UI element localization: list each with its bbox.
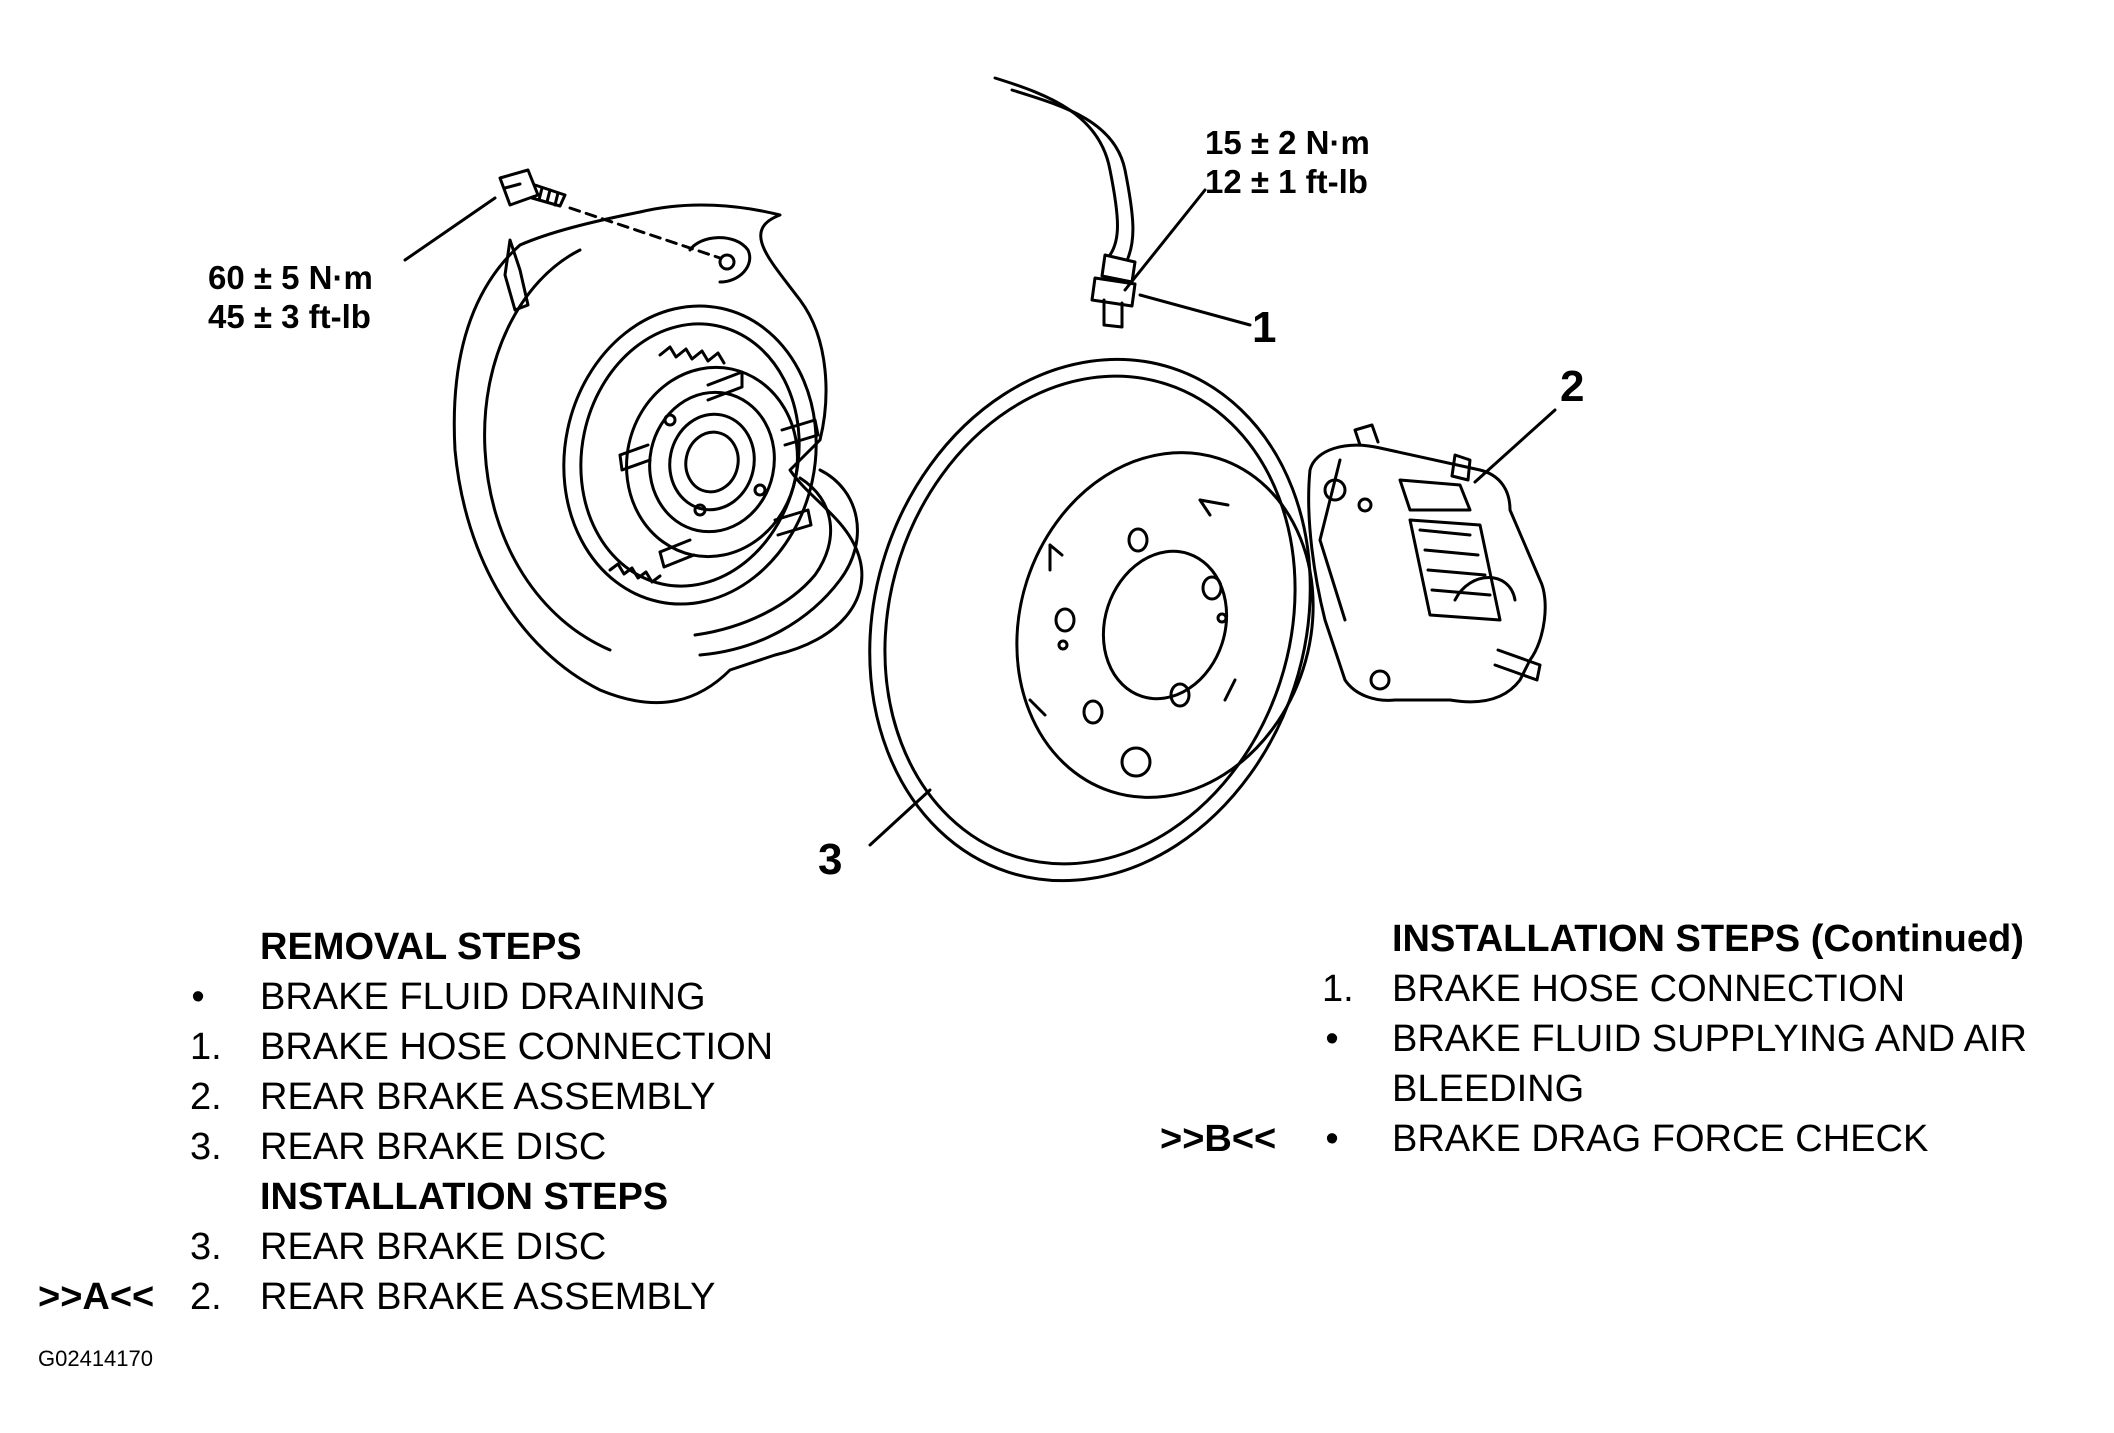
step-number: 2. (190, 1076, 222, 1118)
list-item: • BRAKE FLUID DRAINING (38, 972, 858, 1022)
removal-heading: REMOVAL STEPS (260, 926, 582, 968)
step-number: 1. (190, 1026, 222, 1068)
installation-heading: INSTALLATION STEPS (260, 1176, 669, 1218)
step-label: BRAKE DRAG FORCE CHECK (1392, 1118, 1929, 1160)
step-label: REAR BRAKE ASSEMBLY (260, 1276, 716, 1318)
step-number: 1. (1322, 968, 1354, 1010)
figure-id: G02414170 (38, 1346, 153, 1371)
brake-caliper-icon (1307, 423, 1547, 704)
hose-torque-nm: 15 ± 2 N·m (1205, 124, 1370, 161)
callout-2: 2 (1560, 362, 1585, 411)
callout-1-leader (1138, 293, 1252, 327)
list-item: >>A<< 2. REAR BRAKE ASSEMBLY (38, 1272, 858, 1322)
brake-disc-icon (868, 357, 1315, 883)
step-number: 2. (190, 1276, 222, 1318)
step-number: 3. (190, 1126, 222, 1168)
list-item: 1. BRAKE HOSE CONNECTION (1160, 964, 2090, 1014)
step-label: BRAKE FLUID SUPPLYING AND AIR (1392, 1018, 2027, 1060)
hose-torque-spec: 15 ± 2 N·m 12 ± 1 ft-lb (1205, 123, 1370, 201)
list-item: >>B<< • BRAKE DRAG FORCE CHECK (1160, 1114, 2090, 1164)
step-label-continuation: BLEEDING (1392, 1068, 1585, 1110)
mounting-bolt-icon (498, 168, 567, 208)
hose-leader-line (1123, 188, 1207, 292)
installation-continued-heading-row: INSTALLATION STEPS (Continued) (1160, 914, 2090, 964)
step-tag-a: >>A<< (38, 1276, 155, 1318)
step-label: REAR BRAKE DISC (260, 1126, 607, 1168)
left-steps: REMOVAL STEPS • BRAKE FLUID DRAINING 1. … (38, 922, 858, 1322)
callout-3: 3 (818, 835, 843, 884)
step-number: • (191, 976, 205, 1018)
step-label: BRAKE HOSE CONNECTION (260, 1026, 774, 1068)
list-item: • BRAKE FLUID SUPPLYING AND AIR (1160, 1014, 2090, 1064)
callout-3-leader (868, 788, 932, 847)
step-label: BRAKE FLUID DRAINING (260, 976, 706, 1018)
step-number: • (1325, 1018, 1339, 1060)
hose-torque-ftlb: 12 ± 1 ft-lb (1205, 163, 1368, 200)
step-label: REAR BRAKE DISC (260, 1226, 607, 1268)
right-steps: INSTALLATION STEPS (Continued) 1. BRAKE … (1160, 914, 2090, 1164)
callout-1: 1 (1252, 303, 1277, 352)
list-item: 3. REAR BRAKE DISC (38, 1222, 858, 1272)
list-item: 1. BRAKE HOSE CONNECTION (38, 1022, 858, 1072)
removal-heading-row: REMOVAL STEPS (38, 922, 858, 972)
backing-plate-assembly (452, 203, 864, 705)
bolt-torque-nm: 60 ± 5 N·m (208, 259, 373, 296)
list-item: 3. REAR BRAKE DISC (38, 1122, 858, 1172)
bolt-axis-dashed (568, 206, 722, 260)
step-label: REAR BRAKE ASSEMBLY (260, 1076, 716, 1118)
list-item: 2. REAR BRAKE ASSEMBLY (38, 1072, 858, 1122)
bolt-torque-ftlb: 45 ± 3 ft-lb (208, 298, 371, 335)
installation-continued-heading: INSTALLATION STEPS (Continued) (1392, 918, 2024, 960)
installation-heading-row: INSTALLATION STEPS (38, 1172, 858, 1222)
callout-2-leader (1473, 408, 1557, 484)
step-number: • (1325, 1118, 1339, 1160)
brake-hose-icon (993, 76, 1137, 329)
bolt-leader-line (403, 196, 497, 262)
step-tag-b: >>B<< (1160, 1118, 1277, 1160)
step-label: BRAKE HOSE CONNECTION (1392, 968, 1906, 1010)
step-number: 3. (190, 1226, 222, 1268)
bolt-torque-spec: 60 ± 5 N·m 45 ± 3 ft-lb (208, 258, 373, 336)
list-item-continuation: BLEEDING (1160, 1064, 2090, 1114)
